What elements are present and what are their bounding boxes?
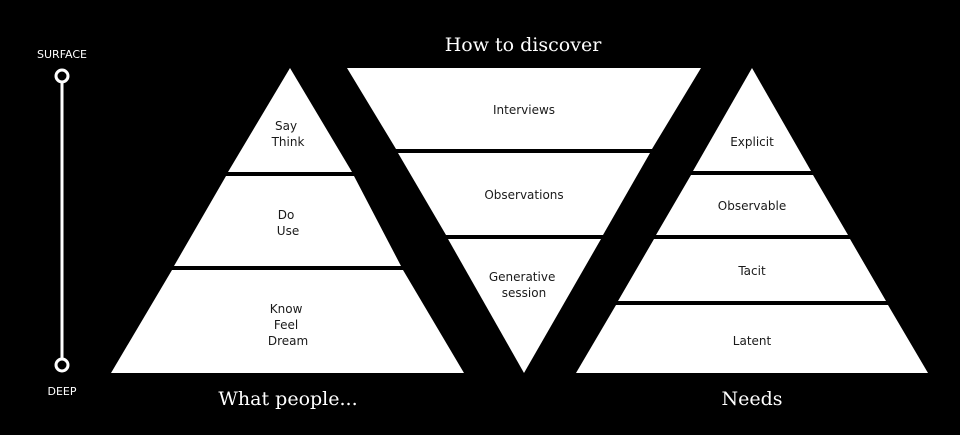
right-tier-2 <box>656 175 848 235</box>
center-tier-3 <box>448 239 601 373</box>
left-tier-1 <box>228 68 352 172</box>
right-tier-4 <box>576 305 928 373</box>
right-tier-4-text: Latent <box>733 334 772 348</box>
right-heading: Needs <box>721 388 782 410</box>
center-tier-2-text: Observations <box>484 188 563 202</box>
right-tier-2-text: Observable <box>718 199 786 213</box>
left-tier-2 <box>174 176 401 266</box>
center-tier-2 <box>398 153 650 235</box>
center-tier-3-text: Generative session <box>489 270 559 300</box>
deep-label: DEEP <box>47 385 76 398</box>
right-tier-3-text: Tacit <box>737 264 766 278</box>
right-pyramid: Explicit Observable Tacit Latent <box>576 68 928 373</box>
left-heading: What people... <box>218 388 357 410</box>
left-tier-3-text: Know Feel Dream <box>268 302 308 348</box>
center-funnel: Interviews Observations Generative sessi… <box>347 68 701 373</box>
surface-label: SURFACE <box>37 48 87 61</box>
left-tier-2-text: Do Use <box>277 208 299 238</box>
right-tier-1 <box>693 68 811 171</box>
left-pyramid: Say Think Do Use Know Feel Dream <box>111 68 464 373</box>
right-tier-1-text: Explicit <box>730 135 774 149</box>
left-tier-1-text: Say Think <box>271 119 305 149</box>
center-tier-1 <box>347 68 701 149</box>
surface-marker-icon <box>54 68 70 84</box>
deep-marker-icon <box>54 357 70 373</box>
center-tier-1-text: Interviews <box>493 103 555 117</box>
depth-scale: SURFACE DEEP <box>37 48 87 398</box>
center-heading: How to discover <box>445 34 602 56</box>
left-tier-3 <box>111 270 464 373</box>
right-tier-3 <box>618 239 886 301</box>
